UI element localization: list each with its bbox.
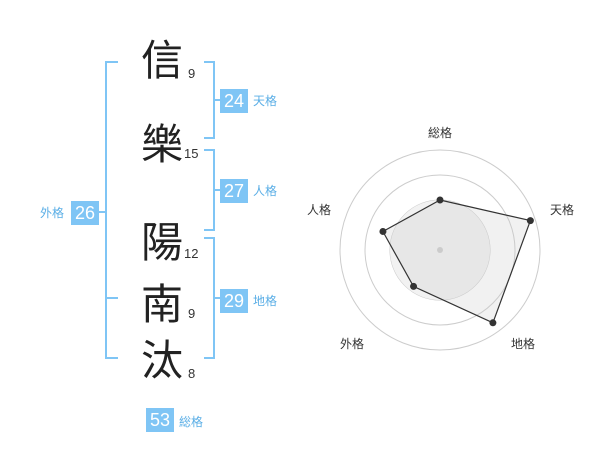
radar-label-chikaku: 地格	[511, 337, 536, 351]
stroke-count-2: 15	[184, 146, 199, 161]
radar-polygon	[382, 199, 532, 324]
jinkaku-bracket	[204, 149, 220, 231]
radar-label-tenkaku: 天格	[550, 203, 575, 217]
radar-label-gaikaku: 外格	[340, 337, 365, 351]
jinkaku-score: 27	[220, 179, 248, 203]
name-char-5: 汰	[141, 336, 184, 385]
stroke-count-5: 8	[188, 366, 196, 381]
stroke-count-1: 9	[188, 66, 196, 81]
chikaku-label: 地格	[253, 294, 278, 308]
radar-label-soukaku: 総格	[428, 126, 453, 140]
jinkaku-label: 人格	[253, 184, 278, 198]
tenkaku-bracket	[204, 61, 220, 139]
radar-center	[437, 247, 443, 253]
radar-points	[379, 196, 534, 327]
radar-point-tenkaku	[526, 217, 534, 225]
gaikaku-bracket	[98, 61, 118, 359]
name-char-2: 樂	[141, 120, 184, 169]
gaikaku-score: 26	[71, 201, 99, 225]
tenkaku-label: 天格	[253, 94, 278, 108]
tenkaku-score: 24	[220, 89, 248, 113]
stroke-count-3: 12	[184, 246, 199, 261]
radar-point-gaikaku	[410, 282, 418, 290]
stroke-count-4: 9	[188, 306, 196, 321]
soukaku-label: 総格	[179, 415, 204, 429]
name-char-4: 南	[141, 280, 184, 329]
chikaku-bracket	[204, 237, 220, 359]
name-char-1: 信	[141, 36, 184, 85]
soukaku-score: 53	[146, 408, 174, 432]
radar-point-chikaku	[489, 319, 497, 327]
gaikaku-label: 外格	[40, 206, 65, 220]
radar-point-soukaku	[436, 196, 444, 204]
chikaku-score: 29	[220, 289, 248, 313]
name-char-3: 陽	[141, 218, 184, 267]
radar-point-jinkaku	[379, 227, 387, 235]
radar-label-jinkaku: 人格	[307, 203, 332, 217]
